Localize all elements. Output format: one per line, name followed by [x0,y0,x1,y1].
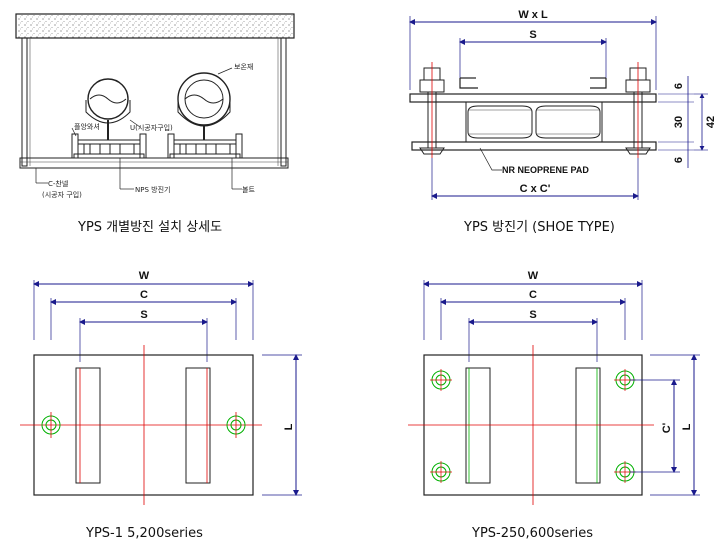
dim-42: 42 [705,116,717,128]
shoe-type-drawing: W x L S [409,9,717,200]
caption-shoe-type: YPS 방진기 (SHOE TYPE) [464,220,615,235]
dim-30: 30 [673,116,685,128]
left-support [21,37,28,167]
plan-right-dim-c: C [529,289,537,301]
dim-s-top: S [529,29,536,41]
c-channel-beam [19,157,289,169]
plan-left-rail-right [185,367,211,484]
plan-right-rail-right [575,367,601,484]
plan-left-dim-w: W [139,270,150,282]
dim-c-x-c: C x C' [520,183,551,195]
plan-right-rail-left [465,367,491,484]
label-isolator: NPS 방진기 [135,185,170,194]
plan-left-dim-s: S [140,309,147,321]
top-plate [409,93,657,103]
label-c-channel-note: (시공자 구입) [42,190,82,199]
plan-right-dim-s: S [529,309,536,321]
dim-6-top: 6 [673,83,685,89]
plan-left-bolt-hole-left [41,412,61,438]
bolt-left [419,62,445,158]
label-u-bolt: U(시공자구입) [130,123,173,132]
plan-right-drawing: W C S C' [408,270,700,505]
caption-yps1-series: YPS-1 5,200series [86,526,203,541]
caption-install-detail: YPS 개별방진 설치 상세도 [78,220,223,235]
isolator-right [167,133,243,159]
dim-6-bottom: 6 [673,157,685,163]
dim-w-x-l: W x L [518,9,548,21]
label-anchor-washer: 플앙와셔 [74,122,100,131]
isolator-left [71,133,147,159]
label-c-channel: C-찬넬 [48,179,68,188]
plan-left-rail-left [75,367,101,484]
bottom-plate [411,141,657,151]
plan-right-dim-c-prime: C' [661,422,673,433]
pipe-left [87,78,129,120]
neoprene-pad [465,101,603,143]
bolt-right [625,62,651,158]
plan-right-bolt-hole-tl [430,369,452,391]
concrete-slab [15,13,295,39]
plan-right-dim-l: L [681,423,693,430]
plan-right-dim-w: W [528,270,539,282]
plan-right-bolt-hole-bl [430,461,452,483]
plan-left-dim-l: L [283,423,295,430]
label-bolt: 볼트 [242,185,255,194]
caption-yps250-series: YPS-250,600series [472,526,593,541]
label-neoprene-pad: NR NEOPRENE PAD [502,165,589,175]
label-insulation: 보온재 [234,63,253,71]
right-support [280,37,287,167]
install-detail-drawing: 보온재 U(시공자구입) 플앙와셔 C-찬넬 (시공자 구입) NPS 방진기 … [15,13,295,199]
plan-left-dim-c: C [140,289,148,301]
plan-left-drawing: W C S L [20,270,302,505]
plan-left-bolt-hole-right [226,412,246,438]
